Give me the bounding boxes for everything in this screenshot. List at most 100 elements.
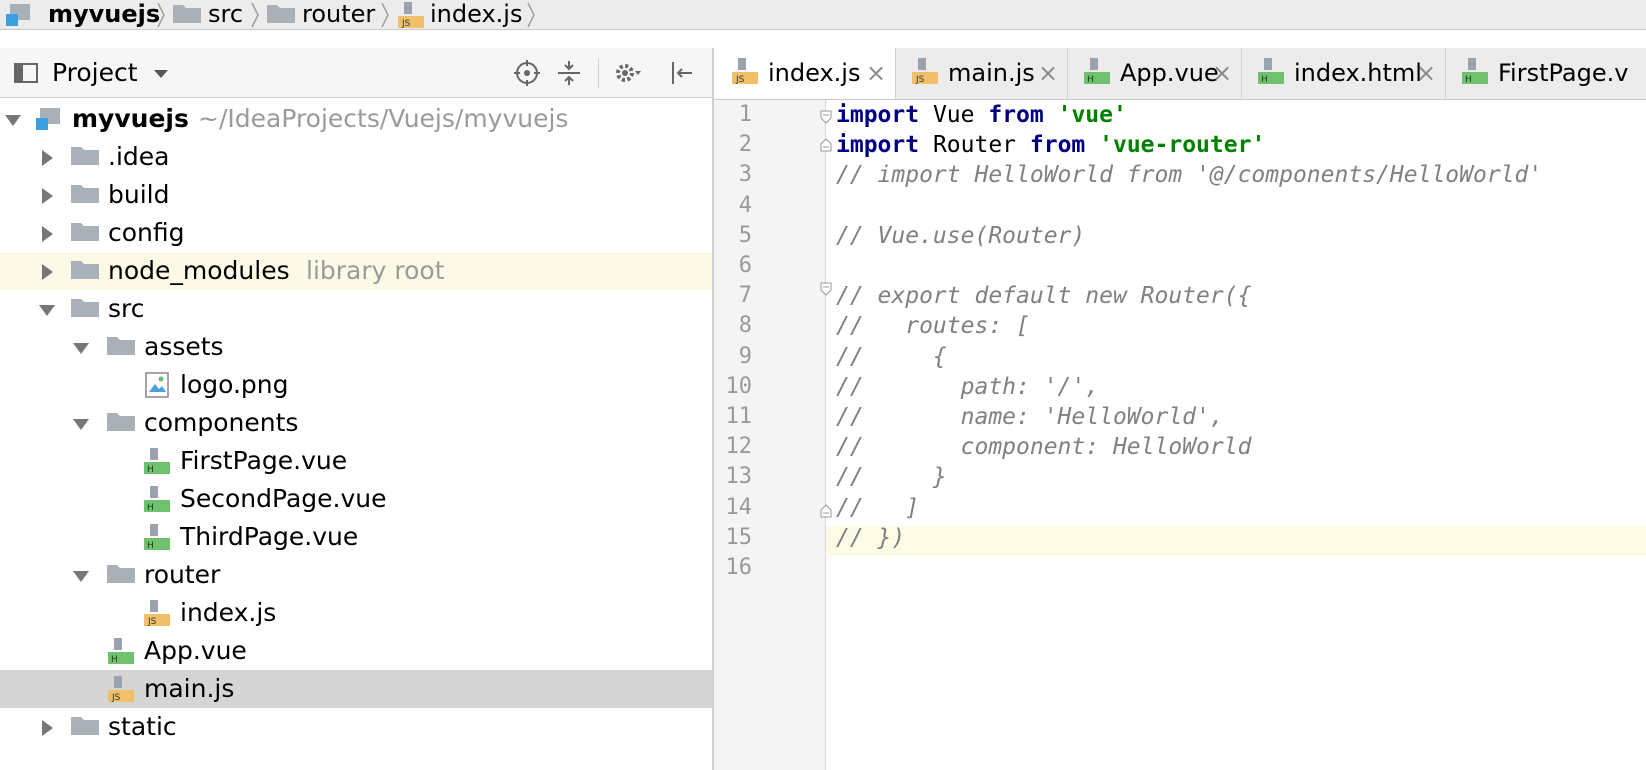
line-number: 16 bbox=[725, 555, 753, 580]
chevron-down-icon[interactable] bbox=[146, 58, 176, 88]
comment-token: // routes: [ bbox=[836, 313, 1030, 340]
tree-item-config[interactable]: config bbox=[0, 214, 712, 252]
folder-icon bbox=[107, 413, 135, 431]
js-file-icon: JS bbox=[398, 2, 424, 29]
tree-item-label: FirstPage.vue bbox=[180, 446, 348, 475]
fold-marker-icon[interactable] bbox=[820, 282, 832, 296]
svg-text:H: H bbox=[147, 541, 154, 551]
js-file-icon: JS bbox=[108, 676, 134, 703]
tab-label: App.vue bbox=[1120, 59, 1219, 87]
tab-firstpage-vue[interactable]: H FirstPage.v bbox=[1446, 48, 1646, 99]
close-tab-icon[interactable]: × bbox=[1038, 59, 1059, 87]
comment-token: // } bbox=[836, 464, 947, 491]
svg-text:H: H bbox=[1465, 75, 1472, 85]
breadcrumb-item-index-js[interactable]: index.js bbox=[430, 0, 523, 28]
comment-token: // path: '/', bbox=[836, 373, 1100, 400]
close-tab-icon[interactable]: × bbox=[866, 59, 887, 87]
vue-file-icon: H bbox=[144, 486, 170, 513]
close-tab-icon[interactable]: × bbox=[1212, 59, 1233, 87]
line-number: 10 bbox=[725, 373, 753, 399]
tab-index-js[interactable]: JS index.js × bbox=[714, 48, 896, 99]
tree-item-label: main.js bbox=[144, 674, 235, 703]
tree-item-node-modules[interactable]: node_modules library root bbox=[0, 252, 712, 290]
expanded-arrow-icon[interactable] bbox=[4, 111, 22, 129]
breadcrumb-item-src[interactable]: src bbox=[208, 0, 244, 28]
breadcrumb-item-myvuejs[interactable]: myvuejs bbox=[48, 0, 161, 28]
collapsed-arrow-icon[interactable] bbox=[38, 263, 56, 281]
collapsed-arrow-icon[interactable] bbox=[38, 719, 56, 737]
tree-item-assets[interactable]: assets bbox=[0, 328, 712, 366]
tab-app-vue[interactable]: H App.vue × bbox=[1068, 48, 1242, 99]
current-line-highlight bbox=[826, 526, 1646, 556]
line-number: 9 bbox=[738, 343, 752, 369]
image-file-icon bbox=[145, 372, 169, 398]
tree-item-idea[interactable]: .idea bbox=[0, 138, 712, 176]
expanded-arrow-icon[interactable] bbox=[72, 339, 90, 357]
line-number: 12 bbox=[725, 434, 753, 460]
fold-marker-icon[interactable] bbox=[820, 504, 832, 518]
tree-item-logo-png[interactable]: logo.png bbox=[0, 366, 712, 404]
line-number: 6 bbox=[738, 253, 752, 278]
panel-splitter[interactable] bbox=[712, 48, 714, 770]
comment-token: // { bbox=[836, 343, 947, 370]
js-file-icon: JS bbox=[144, 600, 170, 627]
project-view-selector[interactable]: Project bbox=[52, 58, 138, 87]
breadcrumb-item-router[interactable]: router bbox=[302, 0, 376, 28]
keyword-token: import bbox=[836, 102, 920, 128]
tree-item-main-js[interactable]: JS main.js bbox=[0, 670, 712, 708]
svg-text:JS: JS bbox=[147, 617, 157, 627]
hide-panel-icon[interactable] bbox=[668, 58, 698, 88]
close-tab-icon[interactable]: × bbox=[1416, 59, 1437, 87]
svg-text:H: H bbox=[147, 503, 154, 513]
tree-item-myvuejs[interactable]: myvuejs ~/IdeaProjects/Vuejs/myvuejs bbox=[0, 100, 712, 138]
project-path-hint: ~/IdeaProjects/Vuejs/myvuejs bbox=[198, 104, 569, 133]
tree-item-label: node_modules bbox=[108, 256, 290, 285]
fold-marker-icon[interactable] bbox=[820, 110, 832, 124]
collapsed-arrow-icon[interactable] bbox=[38, 225, 56, 243]
tab-main-js[interactable]: JS main.js × bbox=[896, 48, 1068, 99]
comment-token: // import HelloWorld from '@/components/… bbox=[836, 162, 1543, 189]
project-panel-header: Project bbox=[0, 48, 712, 98]
tree-item-label: components bbox=[144, 408, 299, 437]
tree-item-router[interactable]: router bbox=[0, 556, 712, 594]
tree-item-label: logo.png bbox=[180, 370, 289, 399]
svg-text:JS: JS bbox=[401, 19, 411, 29]
gear-icon[interactable] bbox=[612, 58, 642, 88]
html-file-icon: H bbox=[1258, 58, 1284, 85]
chevron-right-icon bbox=[157, 2, 165, 28]
code-line: // export default new Router({ bbox=[836, 281, 1251, 311]
tab-index-html[interactable]: H index.html × bbox=[1242, 48, 1446, 99]
collapsed-arrow-icon[interactable] bbox=[38, 149, 56, 167]
chevron-right-icon bbox=[527, 2, 535, 28]
tree-item-secondpage-vue[interactable]: H SecondPage.vue bbox=[0, 480, 712, 518]
svg-text:JS: JS bbox=[111, 693, 121, 703]
tree-item-components[interactable]: components bbox=[0, 404, 712, 442]
line-number: 5 bbox=[738, 222, 752, 248]
collapsed-arrow-icon[interactable] bbox=[38, 187, 56, 205]
tree-item-label: src bbox=[108, 294, 145, 323]
tree-item-label: SecondPage.vue bbox=[180, 484, 387, 513]
collapse-all-icon[interactable] bbox=[554, 58, 584, 88]
fold-marker-icon[interactable] bbox=[820, 138, 832, 152]
tree-item-index-js[interactable]: JS index.js bbox=[0, 594, 712, 632]
tree-item-app-vue[interactable]: H App.vue bbox=[0, 632, 712, 670]
expanded-arrow-icon[interactable] bbox=[72, 415, 90, 433]
tree-item-static[interactable]: static bbox=[0, 708, 712, 746]
tree-item-build[interactable]: build bbox=[0, 176, 712, 214]
tree-item-label: assets bbox=[144, 332, 224, 361]
locate-target-icon[interactable] bbox=[512, 58, 542, 88]
svg-text:H: H bbox=[1261, 75, 1268, 85]
tree-item-firstpage-vue[interactable]: H FirstPage.vue bbox=[0, 442, 712, 480]
code-line: // Vue.use(Router) bbox=[836, 221, 1085, 251]
tree-item-thirdpage-vue[interactable]: H ThirdPage.vue bbox=[0, 518, 712, 556]
tab-label: FirstPage.v bbox=[1498, 59, 1629, 87]
comment-token: // Vue.use(Router) bbox=[836, 222, 1086, 249]
line-number: 2 bbox=[738, 132, 752, 158]
folder-icon bbox=[107, 565, 135, 583]
expanded-arrow-icon[interactable] bbox=[72, 567, 90, 585]
comment-token: // component: HelloWorld bbox=[836, 434, 1252, 461]
expanded-arrow-icon[interactable] bbox=[38, 301, 56, 319]
tree-item-src[interactable]: src bbox=[0, 290, 712, 328]
tree-item-label: static bbox=[108, 712, 177, 741]
